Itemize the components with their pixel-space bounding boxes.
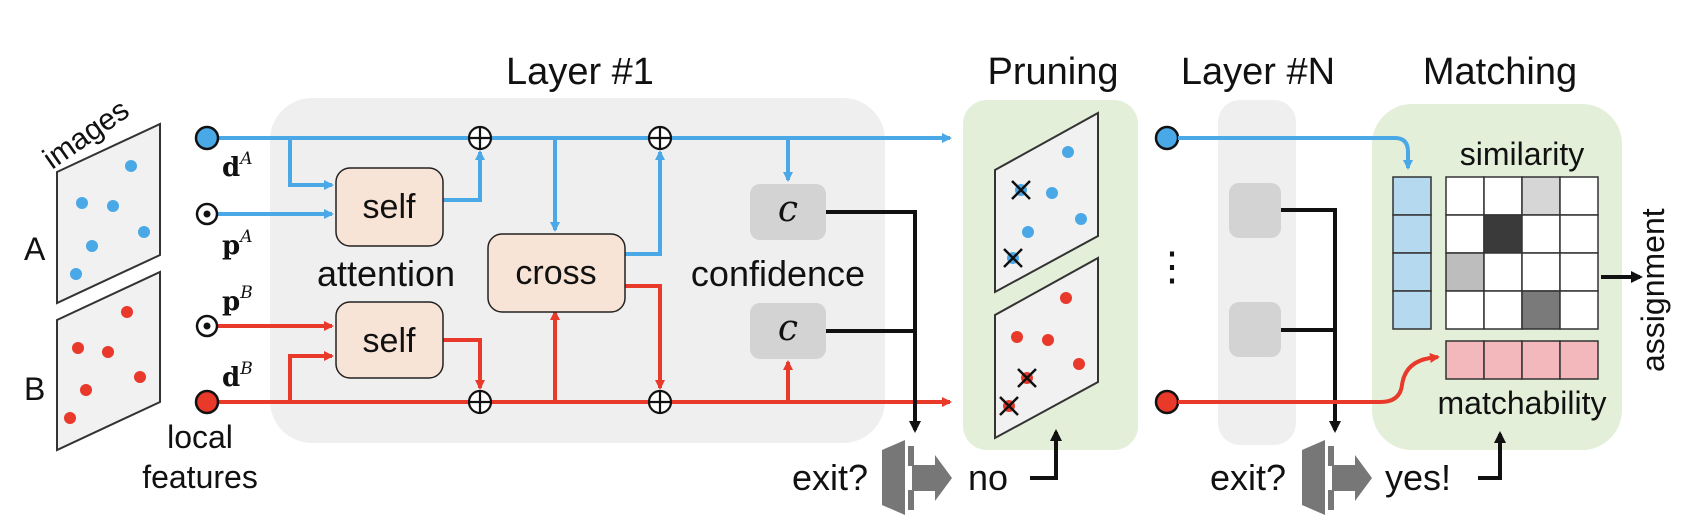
confidence-symbol-bottom: c: [778, 308, 798, 349]
exit-1-label: exit?: [792, 457, 868, 498]
blue-cross-to-add: [625, 150, 665, 256]
red-to-self-desc: [288, 351, 334, 402]
assignment-label: assignment: [1635, 208, 1671, 372]
image-b-label: B: [24, 371, 45, 407]
similarity-label: similarity: [1460, 136, 1584, 172]
pruning-image-a-keypoints: [1022, 146, 1087, 238]
exit-2-icon: [1302, 440, 1372, 515]
red-self-to-add: [443, 338, 485, 390]
matchability-label: matchability: [1438, 385, 1607, 421]
image-b: [56, 270, 161, 452]
layerN-heading: Layer #N: [1181, 51, 1335, 93]
similarity-cell: [1521, 176, 1561, 216]
similarity-cell: [1445, 176, 1485, 216]
exit-1-to-pruning: [1030, 429, 1062, 480]
descriptor-column: [1392, 176, 1432, 330]
image-b-keypoints: [64, 306, 146, 424]
similarity-cell: [1483, 252, 1523, 292]
self-attention-block-bottom: [335, 301, 444, 379]
add-node-top-2: [647, 125, 673, 151]
similarity-cell: [1559, 252, 1599, 292]
exit-2-to-matching: [1478, 431, 1506, 480]
descriptor-a-node: [194, 125, 220, 151]
exit-1-icon: [882, 440, 952, 515]
add-node-bottom-1: [467, 389, 493, 415]
matching-heading: Matching: [1423, 51, 1577, 93]
layerN-panel: [1218, 100, 1296, 445]
self-attention-block-top: [335, 167, 444, 247]
local-features-line1: local: [167, 419, 233, 455]
blue-to-self-desc: [288, 138, 334, 190]
add-node-bottom-2: [647, 389, 673, 415]
similarity-cell: [1521, 252, 1561, 292]
self-block-bottom-label: self: [363, 322, 416, 360]
exit-2-answer: yes!: [1385, 457, 1451, 498]
layerN-top-to-exit: [1281, 208, 1341, 433]
red-cross-to-add: [625, 284, 665, 390]
pruning-image-a: [994, 111, 1099, 294]
layerN-block-bottom: [1229, 302, 1281, 357]
matchability-row: [1445, 340, 1599, 380]
input-p-b-label: pB: [222, 283, 253, 317]
similarity-cell: [1559, 176, 1599, 216]
input-p-a-label: pA: [222, 227, 252, 261]
cross-attention-block: [487, 233, 626, 313]
similarity-cell: [1445, 290, 1485, 330]
similarity-cell: [1445, 214, 1485, 254]
descriptor-b-node: [194, 389, 220, 415]
similarity-cell: [1521, 290, 1561, 330]
confidence-label: confidence: [691, 253, 865, 294]
similarity-cell: [1483, 214, 1523, 254]
image-a-label: A: [24, 231, 46, 267]
local-features-line2: features: [142, 459, 258, 495]
similarity-cell: [1445, 252, 1485, 292]
exit-1-answer: no: [968, 457, 1008, 498]
add-node-top-1: [467, 125, 493, 151]
similarity-cell: [1483, 176, 1523, 216]
layerN-block-top: [1229, 183, 1281, 238]
pruning-image-b-pruned: [999, 368, 1037, 416]
self-block-top-label: self: [363, 188, 416, 226]
pruning-heading: Pruning: [988, 51, 1119, 93]
layer-ellipsis: ⋮: [1152, 245, 1192, 289]
layerN-red-stream: [1178, 353, 1440, 404]
similarity-cell: [1559, 214, 1599, 254]
exit-2-label: exit?: [1210, 457, 1286, 498]
layerN-blue-stream: [1178, 136, 1413, 170]
pruning-image-b: [994, 256, 1099, 440]
pruning-image-a-pruned: [1003, 180, 1031, 268]
similarity-cell: [1521, 214, 1561, 254]
confidence-block-bottom: [750, 303, 826, 359]
blue-self-to-add: [443, 150, 485, 202]
confidence-top-to-exit: [826, 210, 921, 433]
confidence-symbol-top: c: [778, 189, 798, 230]
input-d-a-label: dA: [222, 149, 252, 183]
similarity-matrix: [1445, 176, 1599, 330]
input-d-b-label: dB: [222, 359, 253, 393]
pruning-image-b-keypoints: [1011, 292, 1085, 370]
similarity-cell: [1483, 290, 1523, 330]
attention-label: attention: [317, 253, 455, 294]
cross-block-label: cross: [515, 254, 596, 292]
image-a-keypoints: [70, 160, 150, 280]
similarity-cell: [1559, 290, 1599, 330]
layer1-heading: Layer #1: [506, 51, 654, 93]
confidence-block-top: [750, 184, 826, 240]
layerN-descriptor-a-node: [1154, 125, 1180, 151]
layerN-descriptor-b-node: [1154, 389, 1180, 415]
